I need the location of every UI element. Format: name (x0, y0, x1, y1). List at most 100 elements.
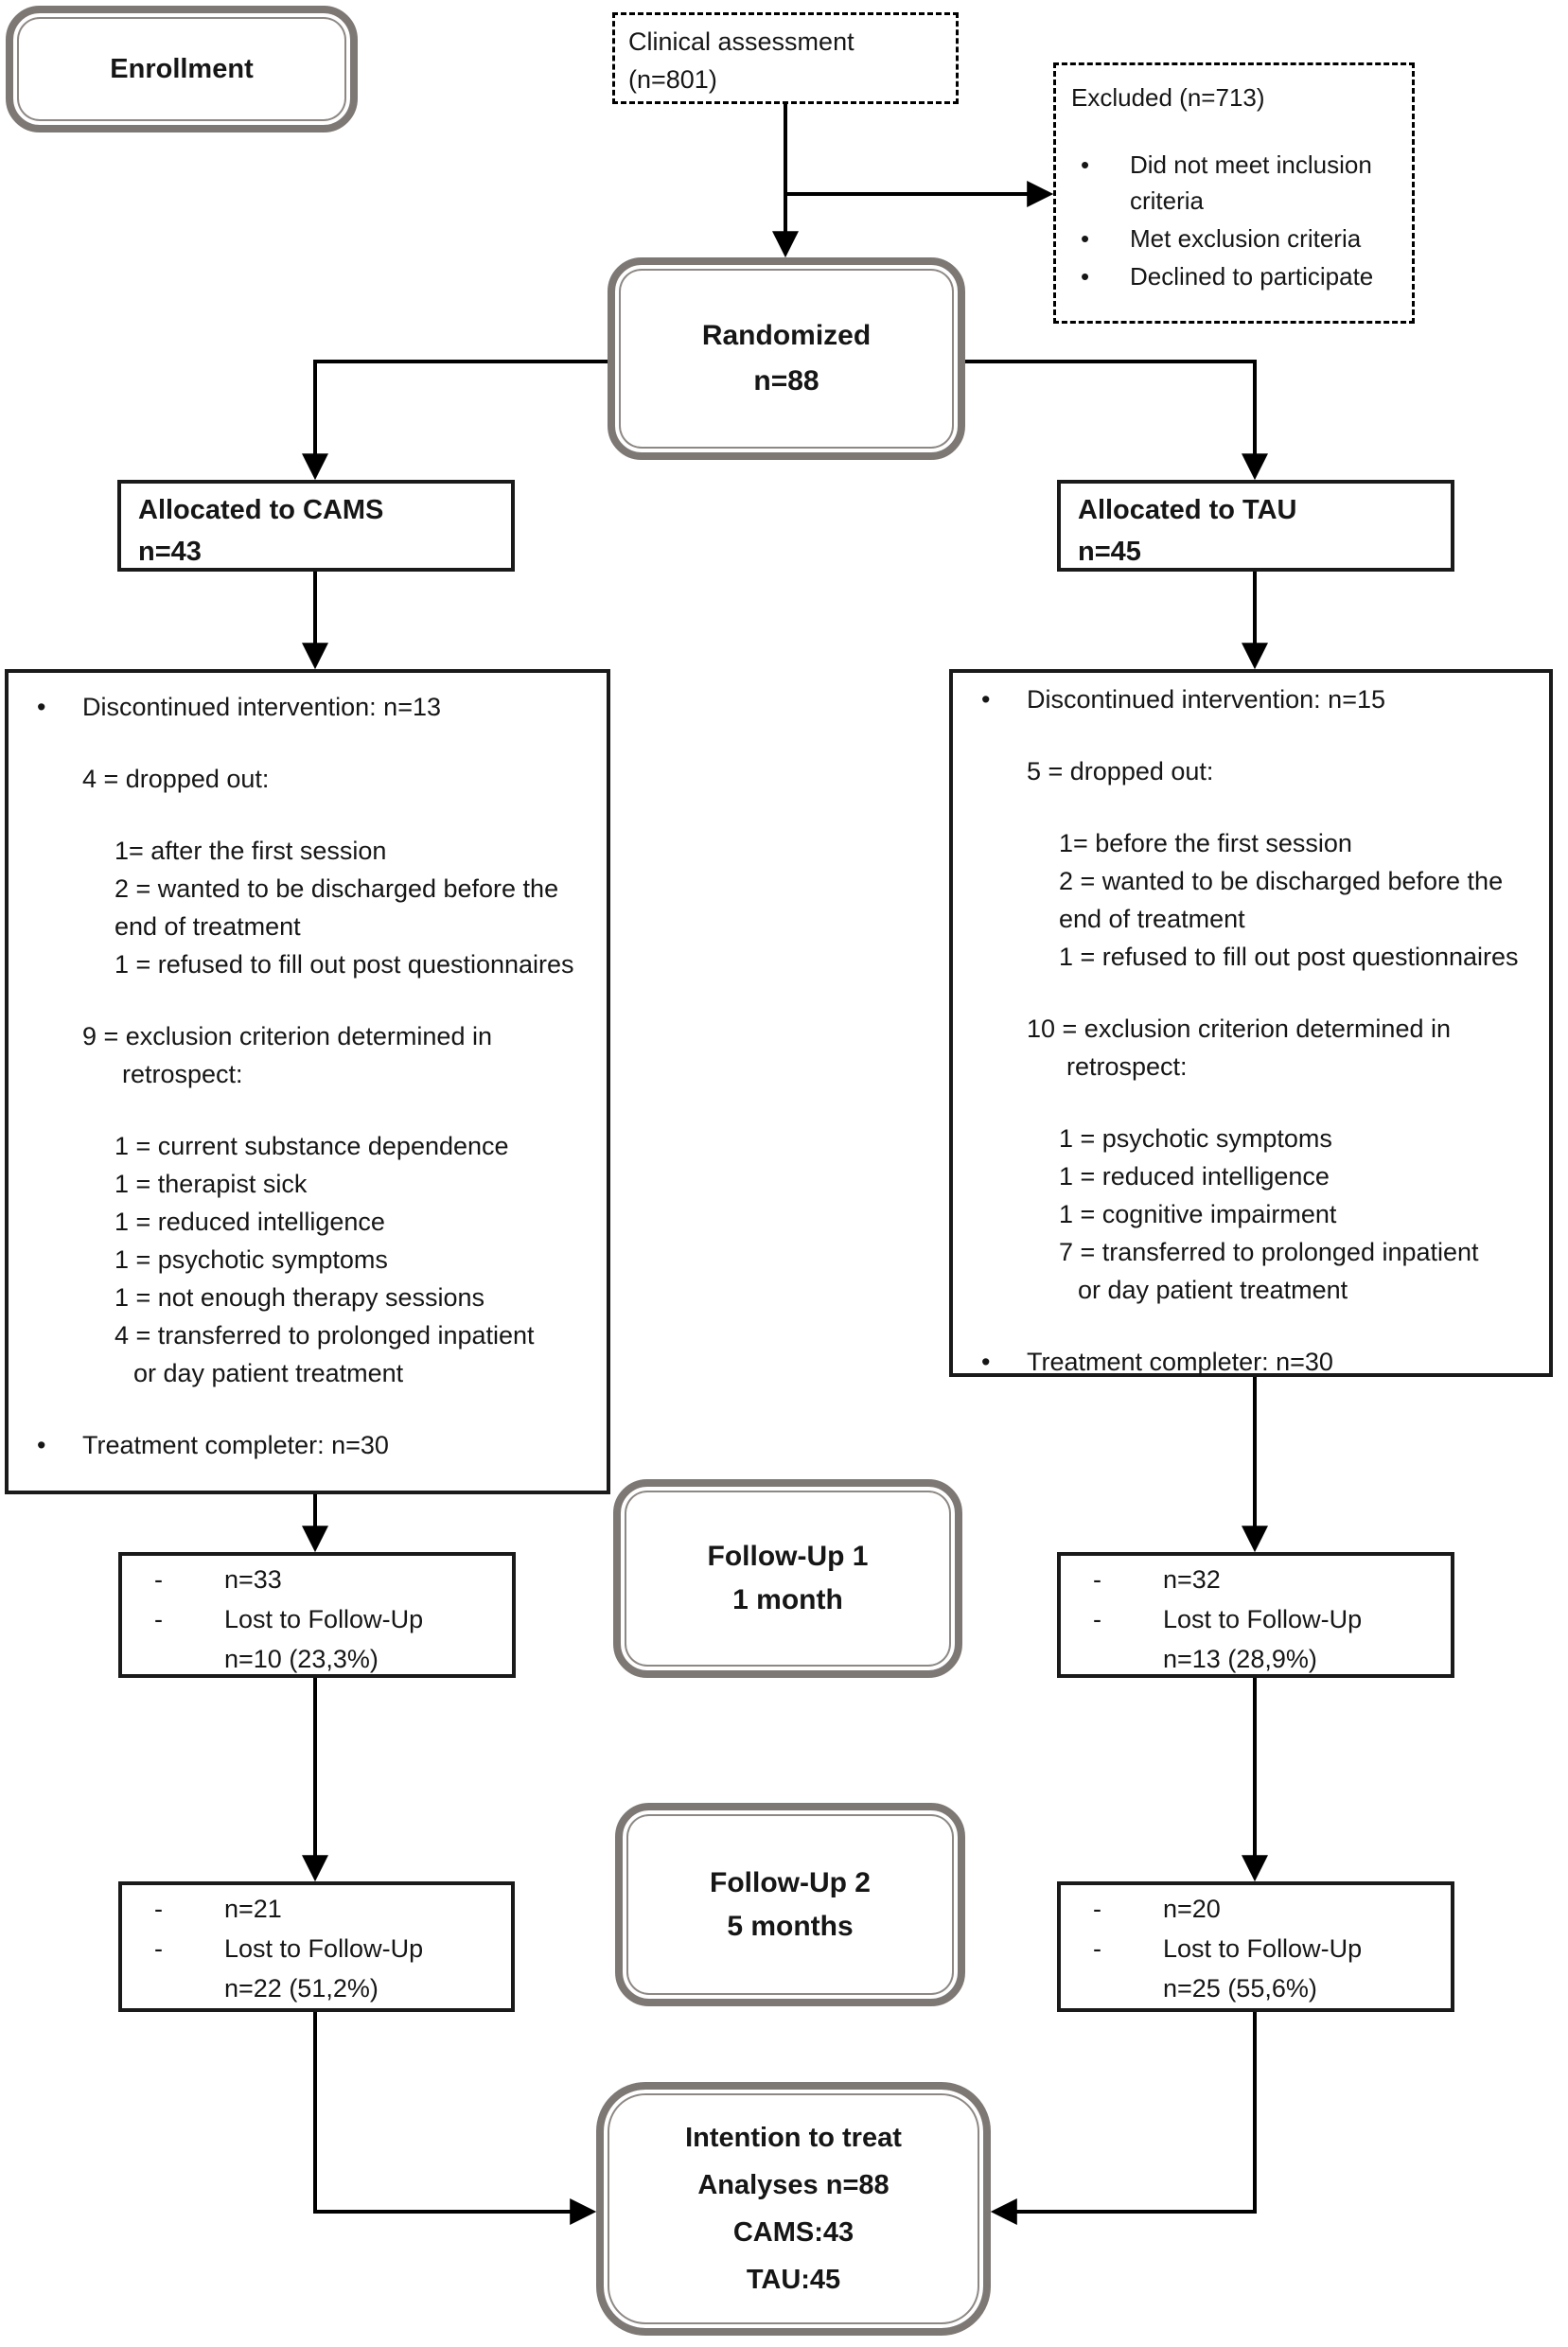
bullet-icon: • (37, 693, 46, 721)
count-text: n=32 (1163, 1565, 1221, 1594)
enrollment-label: Enrollment (110, 53, 254, 84)
allocated-tau-label: Allocated to TAU (1078, 495, 1297, 525)
fu2-cams-rows: -n=21-Lost to Follow-Up n=22 (51,2%) (122, 1889, 511, 2008)
spacer (9, 726, 607, 760)
count-row: -Lost to Follow-Up (122, 1599, 512, 1639)
detail-text: Treatment completer: n=30 (1027, 1348, 1333, 1376)
excluded-reason-item: • Met exclusion criteria (1071, 221, 1402, 256)
dash-icon: - (1093, 1565, 1101, 1594)
detail-text: retrospect: (122, 1060, 243, 1088)
dash-icon: - (154, 1605, 163, 1633)
clinical-assessment-box: Clinical assessment (n=801) (612, 12, 959, 104)
count-text: n=20 (1163, 1895, 1221, 1923)
connector-fu2-cams-to-itt (313, 2012, 597, 2225)
excluded-reason-item: •Declined to participate (1071, 258, 1402, 294)
connector-randomized-to-tau (963, 360, 1268, 481)
count-text: n=13 (28,9%) (1163, 1645, 1317, 1673)
detail-text: retrospect: (1066, 1052, 1188, 1081)
spacer (9, 1093, 607, 1127)
detail-row: 7 = transferred to prolonged inpatient (953, 1233, 1549, 1271)
detail-row: 1 = cognitive impairment (953, 1195, 1549, 1233)
fu2-tau-rows: - n=20 -Lost to Follow-Up n=25 (55,6%) (1061, 1889, 1451, 2008)
dash-icon: - (1093, 1605, 1101, 1633)
count-text: n=22 (51,2%) (224, 1974, 379, 2003)
detail-text: 1 = psychotic symptoms (115, 1245, 388, 1274)
detail-text: 1 = reduced intelligence (115, 1208, 385, 1236)
allocated-tau-box: Allocated to TAU n=45 (1057, 480, 1454, 572)
detail-text: 2 = wanted to be discharged before the (115, 874, 559, 903)
detail-text: 7 = transferred to prolonged inpatient (1059, 1238, 1479, 1266)
detail-text: Treatment completer: n=30 (82, 1431, 389, 1459)
itt-line-2: Analyses n=88 (697, 2170, 890, 2200)
detail-text: 1 = psychotic symptoms (1059, 1124, 1332, 1153)
fu2-tau-box: - n=20 -Lost to Follow-Up n=25 (55,6%) (1057, 1881, 1454, 2012)
detail-text: 1 = cognitive impairment (1059, 1200, 1337, 1228)
count-text: n=25 (55,6%) (1163, 1974, 1317, 2003)
bullet-icon: • (1081, 150, 1090, 179)
detail-row: 1 = refused to fill out post questionnai… (953, 938, 1549, 976)
randomized-box: Randomized n=88 (608, 257, 965, 460)
spacer (953, 976, 1549, 1010)
detail-row: 1 = reduced intelligence (953, 1157, 1549, 1195)
connector-randomized-to-cams (302, 360, 608, 481)
followup1-time: 1 month (732, 1584, 843, 1615)
detail-text: end of treatment (115, 912, 301, 941)
itt-line-3: CAMS:43 (732, 2217, 854, 2248)
detail-text: 4 = dropped out: (82, 765, 270, 793)
bullet-icon: • (981, 1348, 991, 1376)
intention-to-treat-box: Intention to treat Analyses n=88 CAMS:43… (596, 2082, 991, 2336)
count-row: -n=33 (122, 1560, 512, 1599)
count-row: n=25 (55,6%) (1061, 1968, 1451, 2008)
spacer (1071, 116, 1402, 147)
excluded-reason-text: Met exclusion criteria (1130, 224, 1362, 253)
detail-text: or day patient treatment (1078, 1276, 1348, 1304)
enrollment-box: Enrollment (6, 6, 358, 132)
allocated-cams-label: Allocated to CAMS (138, 495, 384, 525)
cams-discontinued-rows: • Discontinued intervention: n=13 4 = drop… (9, 688, 607, 1464)
detail-row: • Treatment completer: n=30 (953, 1343, 1549, 1381)
detail-row: 2 = wanted to be discharged before the (9, 870, 607, 908)
detail-text: Discontinued intervention: n=13 (82, 693, 442, 721)
clinical-assessment-line: Clinical assessment (628, 27, 854, 56)
detail-row: • Discontinued intervention: n=13 (9, 688, 607, 726)
detail-text: 1= before the first session (1059, 829, 1352, 857)
bullet-icon: • (1081, 224, 1090, 253)
detail-row: •Discontinued intervention: n=15 (953, 680, 1549, 718)
detail-text: 4 = transferred to prolonged inpatient (115, 1321, 535, 1350)
detail-row: 2 = wanted to be discharged before the (953, 862, 1549, 900)
dash-icon: - (1093, 1895, 1101, 1923)
count-row: -n=21 (122, 1889, 511, 1929)
count-text: n=10 (23,3%) (224, 1645, 379, 1673)
count-row: -Lost to Follow-Up (122, 1929, 511, 1968)
detail-text: 1 = not enough therapy sessions (115, 1283, 485, 1312)
randomized-count: n=88 (753, 365, 819, 397)
detail-row: or day patient treatment (9, 1354, 607, 1392)
detail-text: 1= after the first session (115, 837, 387, 865)
count-row: n=10 (23,3%) (122, 1639, 512, 1679)
followup2-label-box: Follow-Up 2 5 months (615, 1803, 965, 2006)
count-text: n=21 (224, 1895, 282, 1923)
count-row: - n=20 (1061, 1889, 1451, 1929)
bullet-icon: • (1081, 262, 1090, 291)
followup2-title: Follow-Up 2 (710, 1866, 871, 1898)
allocated-cams-count: n=43 (138, 537, 202, 567)
dash-icon: - (154, 1565, 163, 1594)
allocated-tau-count: n=45 (1078, 537, 1141, 567)
detail-row: 1= after the first session (9, 832, 607, 870)
count-text: Lost to Follow-Up (1163, 1605, 1363, 1633)
spacer (953, 718, 1549, 752)
fu1-tau-box: - n=32 - Lost to Follow-Up n=13 (28,9%) (1057, 1552, 1454, 1678)
count-row: -Lost to Follow-Up (1061, 1929, 1451, 1968)
fu1-cams-rows: -n=33-Lost to Follow-Up n=10 (23,3%) (122, 1560, 512, 1679)
detail-row: 1= before the first session (953, 824, 1549, 862)
followup1-title: Follow-Up 1 (707, 1541, 869, 1572)
count-row: n=22 (51,2%) (122, 1968, 511, 2008)
itt-line-1: Intention to treat (685, 2123, 902, 2153)
detail-text: 1 = therapist sick (115, 1170, 308, 1198)
detail-row: 1 = not enough therapy sessions (9, 1279, 607, 1316)
itt-line-4: TAU:45 (746, 2265, 841, 2295)
